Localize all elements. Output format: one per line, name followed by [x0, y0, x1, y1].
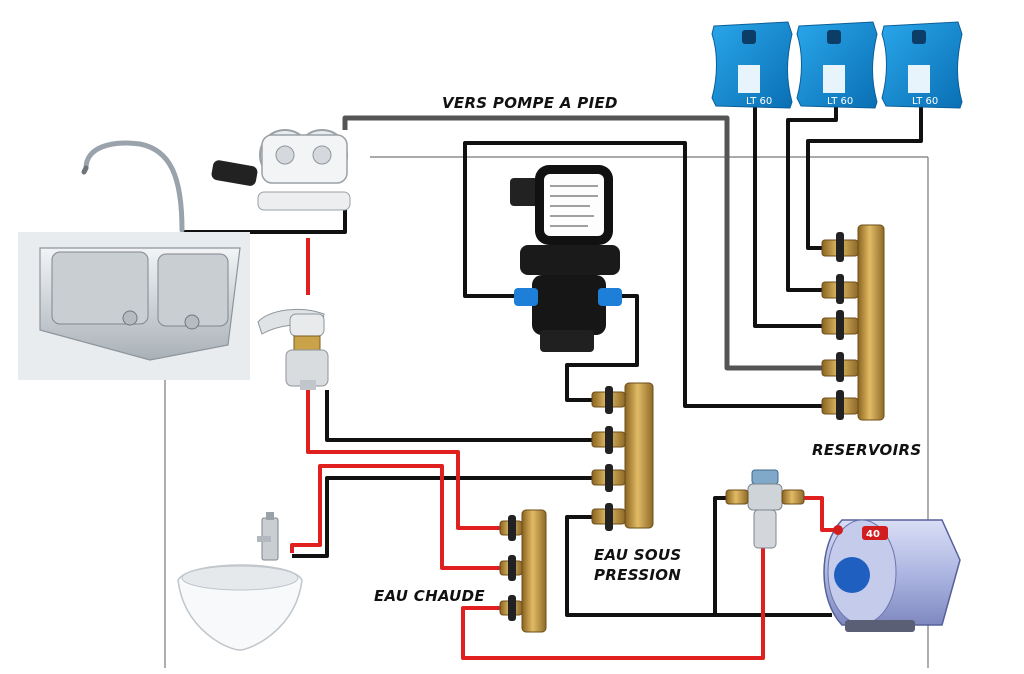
hot-water-pipes	[290, 238, 842, 660]
foot-pump-pipe	[342, 115, 838, 371]
tank-3-label: LT 60	[912, 96, 938, 107]
label-eau-chaude: EAU CHAUDE	[374, 587, 485, 605]
mixer-tap	[257, 308, 329, 390]
tank-2-label: LT 60	[827, 96, 853, 107]
pressure-pump	[510, 165, 622, 352]
heater-brand-badge: 40	[866, 529, 880, 540]
label-pression: PRESSION	[594, 566, 681, 584]
thermostatic-mixing-valve	[725, 469, 805, 549]
tank-1-label: LT 60	[746, 96, 772, 107]
basin-bowl	[177, 564, 303, 651]
label-reservoirs: RESERVOIRS	[812, 441, 921, 459]
water-tank-3: LT 60	[881, 21, 963, 109]
water-heater: 40	[823, 519, 961, 632]
kitchen-faucet	[81, 140, 185, 233]
basin-tap	[257, 512, 279, 561]
hot-water-manifold	[499, 509, 547, 633]
foot-pump	[211, 129, 351, 211]
pressure-manifold	[591, 382, 654, 531]
reservoir-manifold	[821, 224, 885, 421]
label-eau-sous: EAU SOUS	[594, 546, 682, 564]
double-sink	[18, 232, 250, 380]
water-tank-2: LT 60	[796, 21, 878, 109]
label-vers-pompe-a-pied: VERS POMPE A PIED	[442, 94, 618, 112]
water-tank-1: LT 60	[711, 21, 793, 109]
